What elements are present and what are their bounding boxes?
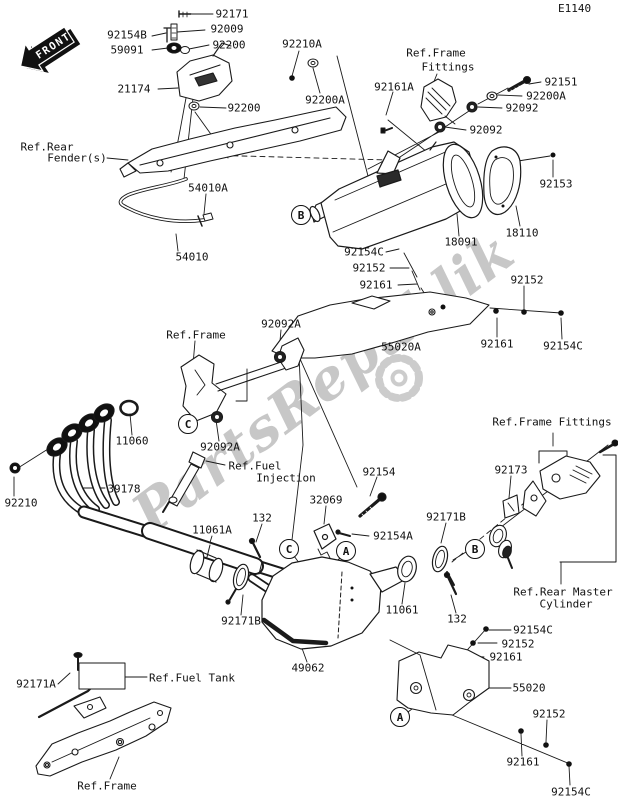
part-label: 92200 — [212, 38, 246, 52]
part-label: 92161 — [359, 278, 393, 292]
part-label: 92092 — [505, 101, 539, 115]
part-label: 92009 — [210, 22, 244, 36]
part-label: 92151 — [544, 75, 578, 89]
part-label: Injection — [256, 471, 316, 485]
part-label: 92152 — [510, 273, 544, 287]
part-label: 92154C — [543, 339, 583, 353]
part-label: 132 — [252, 511, 272, 525]
exhaust-headers-part — [9, 399, 337, 596]
heat-guard-55020A-part — [271, 291, 490, 359]
bracket-21174-part — [176, 42, 233, 102]
part-label: 18091 — [444, 235, 478, 249]
part-label: 92161 — [489, 650, 523, 664]
part-label: Fittings — [421, 60, 475, 74]
part-label: 32069 — [309, 493, 343, 507]
callout-B: B — [465, 539, 485, 559]
part-label: 92152 — [501, 637, 535, 651]
part-label: 39178 — [107, 482, 141, 496]
part-label: 92154B — [107, 28, 147, 42]
part-label: 92154C — [344, 245, 384, 259]
part-label: Ref.Frame — [77, 779, 137, 793]
callout-C: C — [178, 414, 198, 434]
part-label: 54010A — [188, 181, 228, 195]
part-label: 92200A — [526, 89, 566, 103]
part-label: 92154C — [551, 785, 591, 799]
callout-A: A — [390, 707, 410, 727]
part-label: 92200 — [227, 101, 261, 115]
part-label: 49062 — [291, 661, 325, 675]
part-label: 92154 — [362, 465, 396, 479]
diagram-code: E1140 — [558, 2, 592, 15]
part-label: 55020A — [381, 340, 421, 354]
part-label: 92153 — [539, 177, 573, 191]
part-label: 92171A — [16, 677, 56, 691]
part-label: Ref.Frame — [166, 328, 226, 342]
part-label: 92173 — [494, 463, 528, 477]
fuel-tank-mount-part — [35, 651, 172, 777]
part-label: 92210A — [282, 37, 322, 51]
frame-fitting-bracket-part — [420, 75, 532, 133]
part-label: Fender(s) — [47, 151, 107, 165]
part-label: Ref.Fuel — [228, 459, 282, 473]
muffler-18091-part — [309, 141, 484, 250]
ref-bracket-lines — [538, 450, 617, 563]
part-label: Ref.Frame — [406, 46, 466, 60]
callout-C: C — [279, 539, 299, 559]
part-label: Cylinder — [539, 597, 593, 611]
fuel-injector-part — [162, 451, 206, 513]
part-label: 59091 — [110, 43, 144, 57]
part-label: 92154C — [513, 623, 553, 637]
callout-A: A — [336, 541, 356, 561]
part-label: 54010 — [175, 250, 209, 264]
part-label: 21174 — [117, 82, 151, 96]
part-label: 92161 — [506, 755, 540, 769]
top-fasteners — [163, 10, 393, 134]
part-label: 18110 — [505, 226, 539, 240]
part-label: 92171B — [426, 510, 466, 524]
frame-bracket-cluster-part — [180, 337, 305, 424]
part-label: 92171 — [215, 7, 249, 21]
part-label: 132 — [447, 612, 467, 626]
footpeg-assembly-part — [489, 439, 618, 569]
rear-fender-part — [119, 106, 347, 178]
cover-18110-part — [483, 146, 522, 215]
part-label: 55020 — [512, 681, 546, 695]
part-label: Ref.Fuel Tank — [148, 671, 236, 685]
prechamber-49062-part — [189, 492, 458, 650]
part-label: 92171B — [221, 614, 261, 628]
callout-B: B — [291, 205, 311, 225]
part-label: 11060 — [115, 434, 149, 448]
part-label: Ref.Rear — [20, 140, 74, 154]
watermark-gear-icon — [375, 354, 423, 402]
part-label: 11061 — [385, 603, 419, 617]
fastener-dots — [289, 75, 572, 767]
part-label: 92152 — [532, 707, 566, 721]
part-label: 92092A — [200, 440, 240, 454]
part-label: 92210 — [4, 496, 38, 510]
heat-guard-55020-part — [389, 639, 490, 716]
part-label: Ref.Frame Fittings — [492, 415, 612, 429]
part-label: 92161 — [480, 337, 514, 351]
part-label: 92154A — [373, 529, 413, 543]
part-label: 92092A — [261, 317, 301, 331]
part-label: Ref.Rear Master — [513, 585, 613, 599]
part-label: 11061A — [192, 523, 232, 537]
front-direction-arrow: FRONT — [19, 26, 81, 73]
hose-54010-part — [118, 177, 214, 227]
part-label: 92092 — [469, 123, 503, 137]
part-label: 92200A — [305, 93, 345, 107]
part-label: 92152 — [352, 261, 386, 275]
part-label: 92161A — [374, 80, 414, 94]
